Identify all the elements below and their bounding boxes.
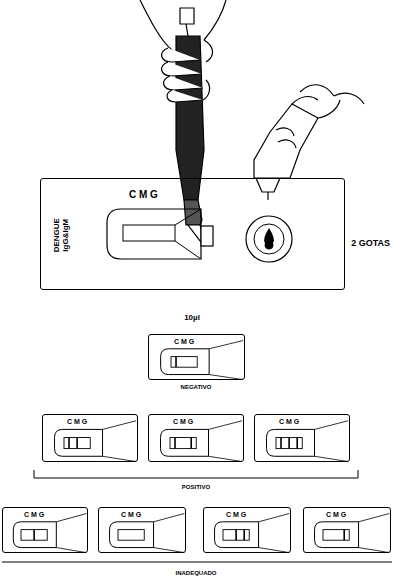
band-letters: C M G <box>24 511 44 518</box>
band-letters: C M G <box>129 190 158 200</box>
result-cassette: C M G <box>254 414 350 462</box>
test-band <box>243 530 245 541</box>
text-label: 10µl <box>184 314 200 322</box>
test-band <box>76 438 78 449</box>
test-cassette: DENGUE IgG&IgM C M G <box>40 178 345 290</box>
band-letters: C M G <box>173 418 193 425</box>
band-letters: C M G <box>279 418 299 425</box>
cassette-drawing <box>304 508 392 554</box>
cassette-drawing <box>99 508 187 554</box>
result-cassette: C M G <box>303 507 391 553</box>
result-cassette: C M G <box>98 507 186 553</box>
band-letters: C M G <box>226 511 246 518</box>
test-band <box>235 530 237 541</box>
result-cassette: C M G <box>148 414 244 462</box>
text-label: NEGATIVO <box>181 384 212 390</box>
test-band <box>174 438 176 449</box>
text-label: 2 GOTAS <box>351 239 390 248</box>
test-band <box>288 438 290 449</box>
cassette-drawing <box>43 415 139 463</box>
band-letters: C M G <box>67 418 87 425</box>
text-label: INADEQUADO <box>175 570 216 576</box>
result-cassette: C M G <box>2 507 88 553</box>
result-cassette: C M G <box>148 334 245 380</box>
result-cassette: C M G <box>42 414 138 462</box>
cassette-drawing <box>149 335 246 381</box>
cassette-drawing <box>149 415 245 463</box>
result-cassette: C M G <box>203 507 291 553</box>
test-band <box>343 530 345 541</box>
dropper-bottle <box>254 85 364 200</box>
test-band <box>296 438 298 449</box>
product-name: DENGUE IgG&IgM <box>52 214 70 256</box>
text-label: POSITIVO <box>182 484 210 490</box>
test-band <box>33 530 35 541</box>
test-band <box>190 438 192 449</box>
band-letters: C M G <box>174 338 194 345</box>
band-letters: C M G <box>121 511 141 518</box>
cassette-drawing <box>255 415 351 463</box>
band-letters: C M G <box>326 511 346 518</box>
test-band <box>175 357 177 368</box>
cassette-drawing <box>41 179 346 291</box>
group-bracket <box>2 470 392 562</box>
cassette-drawing <box>204 508 292 554</box>
test-band <box>68 438 70 449</box>
cassette-drawing <box>3 508 89 554</box>
test-band <box>280 438 282 449</box>
